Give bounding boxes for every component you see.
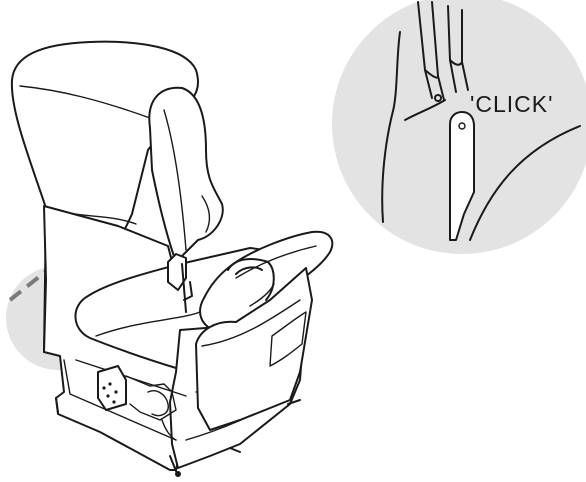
chair-back-pad bbox=[149, 88, 222, 262]
magnified-callout: 'CLICK' bbox=[332, 0, 586, 254]
motor-box bbox=[98, 366, 126, 410]
recliner-chair bbox=[12, 42, 332, 477]
click-sound-label: 'CLICK' bbox=[470, 91, 554, 117]
